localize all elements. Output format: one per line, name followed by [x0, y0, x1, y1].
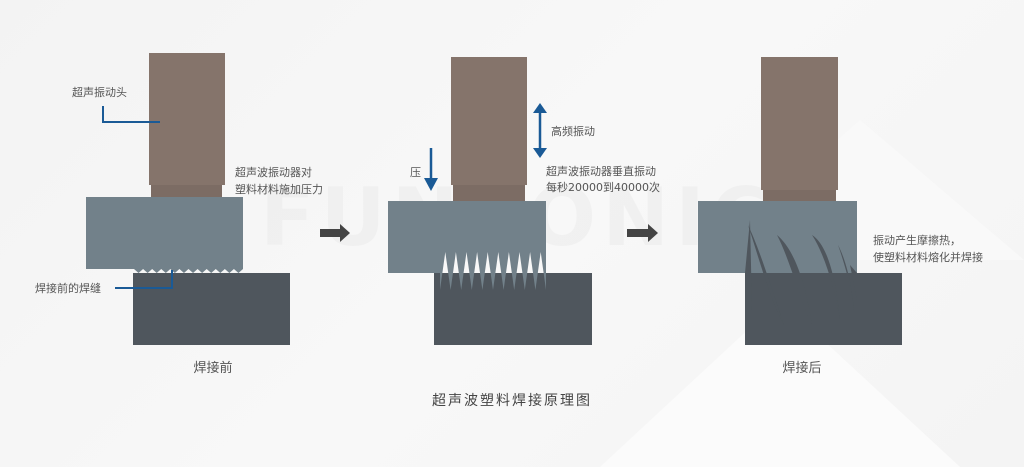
horn: [149, 53, 225, 185]
melt-streak: [850, 265, 857, 300]
step-arrow-1: [320, 224, 350, 242]
vibration-desc-1: 超声波振动器垂直振动: [546, 164, 656, 178]
vibration-label: 高频振动: [551, 124, 595, 138]
melt-streak: [748, 225, 784, 325]
lower-plastic: [745, 273, 902, 345]
horn: [761, 57, 838, 190]
caption-before: 焊接前: [193, 360, 232, 376]
lower-plastic: [434, 273, 592, 345]
bg-triangle: [600, 300, 960, 467]
caption-after: 焊接后: [782, 360, 821, 376]
after-desc-1: 振动产生摩擦热，: [873, 233, 961, 247]
seam-pointer-line: [115, 270, 173, 289]
horn-pointer-line: [102, 106, 160, 123]
vibration-arrow-down-icon: [533, 148, 547, 158]
upper-plastic-with-spikes: [388, 201, 546, 290]
diagram-title: 超声波塑料焊接原理图: [432, 392, 592, 409]
after-desc-2: 使塑料材料熔化并焊接: [873, 250, 983, 264]
press-arrow-icon: [424, 178, 438, 191]
upper-plastic: [86, 197, 243, 269]
horn-label: 超声振动头: [72, 85, 127, 99]
vibration-desc-2: 每秒20000到40000次: [546, 180, 660, 194]
melt-streak: [745, 220, 752, 310]
pressure-label-2: 塑料材料施加压力: [235, 182, 323, 196]
seam-label: 焊接前的焊缝: [35, 281, 101, 295]
upper-plastic: [698, 201, 857, 273]
panel-after: 振动产生摩擦热， 使塑料材料熔化并焊接 焊接后: [698, 57, 983, 376]
horn-tip: [151, 185, 222, 198]
horn: [451, 57, 527, 185]
vibration-arrow-up-icon: [533, 103, 547, 113]
panel-during: 压 高频振动 超声波振动器垂直振动 每秒20000到40000次: [388, 57, 660, 345]
pressure-label-1: 超声波振动器对: [235, 165, 312, 179]
weld-seam-teeth: [134, 269, 243, 273]
melt-streak: [777, 235, 812, 325]
horn-tip: [763, 190, 836, 201]
step-arrow-2: [627, 224, 658, 242]
panel-before: 超声振动头 超声波振动器对 塑料材料施加压力 焊接前的焊缝 焊接前: [35, 53, 323, 376]
press-label: 压: [410, 166, 421, 179]
lower-plastic: [133, 273, 290, 345]
horn-tip: [453, 185, 525, 201]
